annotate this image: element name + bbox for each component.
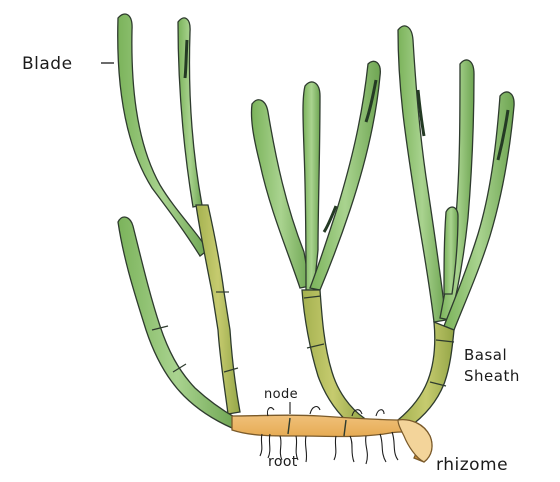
label-basal: Basal [464, 346, 507, 364]
middle-shoot [251, 61, 380, 426]
blade-mid-2 [303, 82, 320, 290]
blade-left-2 [178, 18, 202, 207]
label-blade: Blade [22, 54, 73, 74]
label-root: root [268, 454, 298, 470]
blade-right-1 [398, 26, 446, 322]
basal-sheath [398, 322, 454, 428]
label-node: node [264, 387, 298, 402]
blade-left-1 [118, 14, 208, 256]
left-shoot [118, 14, 240, 414]
label-sheath: Sheath [464, 367, 520, 385]
blade-mid-1 [251, 100, 310, 288]
label-rhizome: rhizome [436, 455, 508, 475]
stem-left [196, 205, 240, 414]
stem-middle [302, 290, 364, 426]
